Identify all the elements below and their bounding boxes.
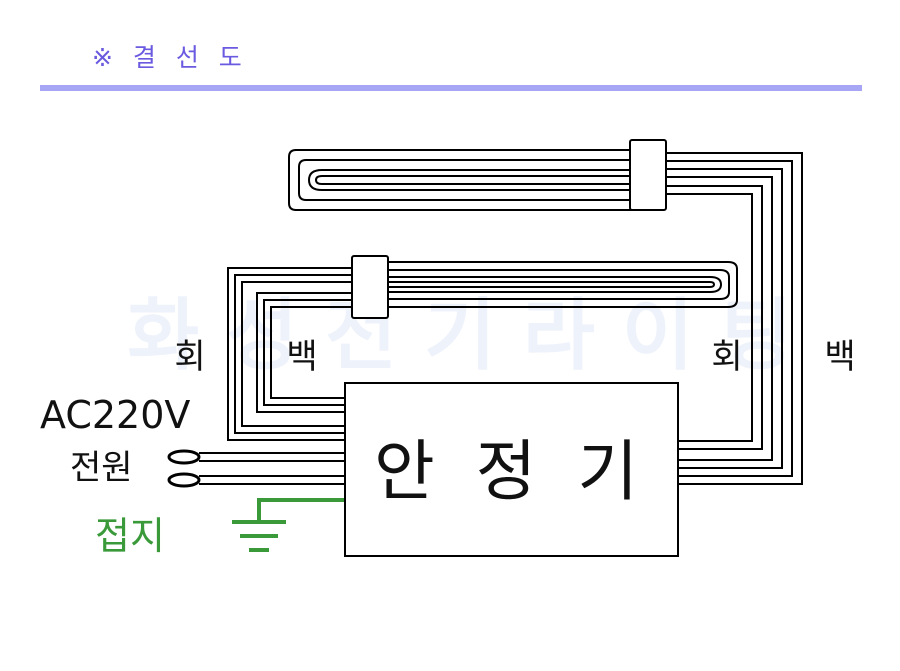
title-divider [40, 85, 862, 91]
left-wires [227, 267, 352, 441]
ballast-box [344, 382, 679, 557]
wire-right-white-label: 백 [824, 337, 855, 377]
lower-lamp-socket [351, 255, 389, 319]
upper-lamp [288, 149, 632, 211]
right-wires [666, 152, 803, 485]
wire-left-gray-label: 회 [174, 337, 205, 377]
ground-label: 접지 [95, 514, 165, 558]
power-voltage-label: AC220V [40, 393, 190, 437]
power-terminal-top [167, 449, 201, 465]
ground-wire [257, 498, 345, 520]
lower-lamp [388, 261, 738, 308]
wire-right-gray-label: 회 [711, 337, 742, 377]
ballast-label: 안 정 기 [374, 433, 648, 510]
page-title: ※ 결 선 도 [92, 43, 248, 72]
wire-left-white-label: 백 [286, 337, 317, 377]
power-label: 전원 [70, 448, 133, 488]
upper-lamp-socket [629, 139, 667, 211]
power-terminal-bottom [167, 472, 201, 488]
ground-symbol [232, 520, 286, 552]
power-wires [199, 452, 345, 485]
